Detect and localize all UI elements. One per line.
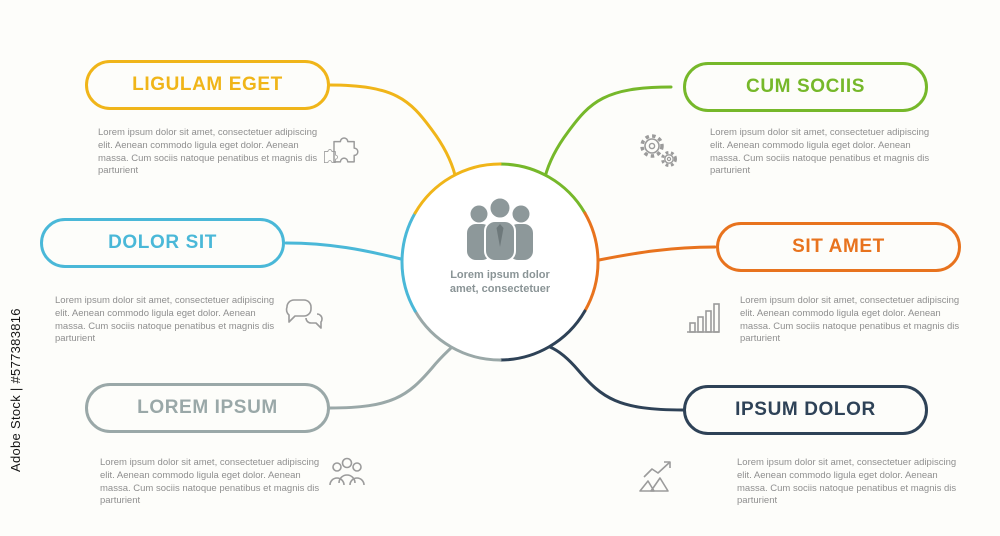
pill-label: LIGULAM EGET — [132, 74, 283, 95]
connector-mid-left — [284, 241, 403, 261]
puzzle-icon — [324, 137, 359, 164]
body-text-mid-left: Lorem ipsum dolor sit amet, consectetuer… — [55, 295, 275, 345]
central-label-line2: amet, consectetuer — [449, 283, 551, 296]
pill-label: LOREM IPSUM — [137, 397, 278, 418]
central-label: Lorem ipsum dolor amet, consectetuer — [400, 268, 600, 297]
body-text-top-left: Lorem ipsum dolor sit amet, consectetuer… — [98, 127, 318, 177]
connector-top-right — [543, 85, 673, 179]
gears-icon — [640, 134, 677, 167]
body-text-bottom-right: Lorem ipsum dolor sit amet, consectetuer… — [737, 457, 957, 507]
central-circle-ring — [400, 162, 600, 362]
body-text-top-right: Lorem ipsum dolor sit amet, consectetuer… — [710, 127, 930, 177]
connector-bottom-right — [548, 345, 685, 412]
pill-label: IPSUM DOLOR — [735, 399, 876, 420]
pill-dolor-sit: DOLOR SIT — [40, 218, 285, 268]
pill-lorem-ipsum: LOREM IPSUM — [85, 383, 330, 433]
people-group-icon — [329, 457, 365, 486]
body-text-bottom-left: Lorem ipsum dolor sit amet, consectetuer… — [100, 457, 320, 507]
trend-chart-icon — [639, 461, 671, 492]
body-text-mid-right: Lorem ipsum dolor sit amet, consectetuer… — [740, 295, 960, 345]
connector-bottom-left — [328, 345, 454, 410]
central-label-line1: Lorem ipsum dolor — [450, 269, 550, 281]
connector-mid-right — [597, 245, 717, 262]
pill-sit-amet: SIT AMET — [716, 222, 961, 272]
team-icon — [467, 196, 533, 262]
pill-label: CUM SOCIIS — [746, 76, 865, 97]
pill-cum-sociis: CUM SOCIIS — [683, 62, 928, 112]
bar-chart-icon — [687, 303, 720, 333]
pill-label: SIT AMET — [792, 236, 885, 257]
pill-label: DOLOR SIT — [108, 232, 217, 253]
pill-ligulam-eget: LIGULAM EGET — [85, 60, 330, 110]
speech-bubbles-icon — [285, 299, 323, 329]
connector-top-left — [327, 83, 457, 177]
pill-ipsum-dolor: IPSUM DOLOR — [683, 385, 928, 435]
stock-watermark: Adobe Stock | #577383816 — [8, 308, 23, 472]
